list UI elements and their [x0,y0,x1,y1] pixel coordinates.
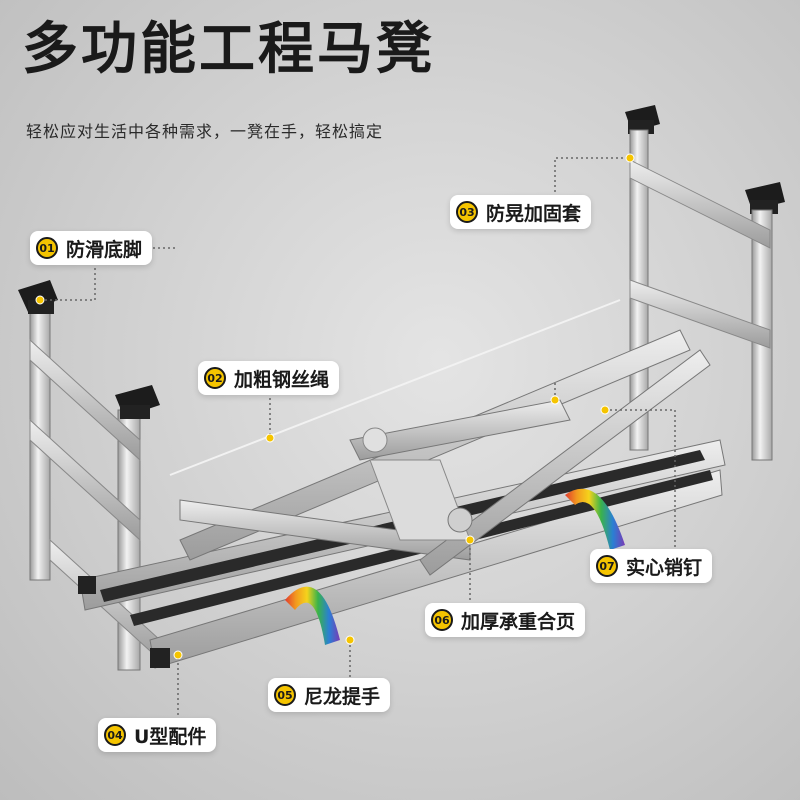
nylon-handles [285,488,625,645]
callout-number: 07 [596,555,618,577]
right-leg-frame [629,129,773,461]
callout-number: 05 [274,684,296,706]
callout-solid-pin: 07 实心销钉 [590,549,713,583]
callout-thick-hinge: 06 加厚承重合页 [425,603,586,637]
callout-number: 04 [104,724,126,746]
callout-number: 03 [456,201,478,223]
anti-slip-feet [18,105,785,419]
callout-label: 加厚承重合页 [461,610,576,633]
callout-number: 02 [204,367,226,389]
steel-wire [169,299,621,476]
callout-label: 防滑底脚 [66,238,143,261]
callout-label: 尼龙提手 [304,685,381,708]
callout-steel-wire: 02 加粗钢丝绳 [198,361,340,395]
callout-number: 01 [36,237,58,259]
callout-label: 实心销钉 [626,556,703,579]
page-subtitle: 轻松应对生活中各种需求，一凳在手，轻松搞定 [26,122,384,141]
callout-anti-sway-sleeve: 03 防晃加固套 [450,195,592,229]
callout-anti-slip-feet: 01 防滑底脚 [30,231,153,265]
callout-u-fitting: 04 U型配件 [98,718,217,752]
callout-label: U型配件 [134,725,207,748]
callout-label: 防晃加固套 [486,202,582,225]
scissor-linkage [179,329,711,576]
callout-number: 06 [431,609,453,631]
leader-dots [35,153,635,660]
callout-nylon-handle: 05 尼龙提手 [268,678,391,712]
page-title: 多功能工程马凳 [22,17,435,82]
callout-label: 加粗钢丝绳 [234,368,330,391]
